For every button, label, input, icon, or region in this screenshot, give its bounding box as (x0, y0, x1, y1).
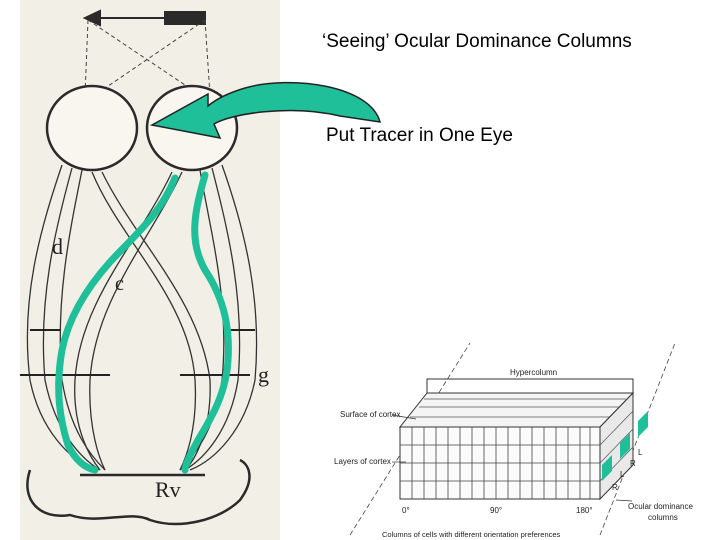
ocular-dominance-marks (602, 411, 648, 481)
deg0-label: 0° (402, 506, 410, 515)
r-label-2: R (612, 483, 618, 492)
optic-fibers (26, 164, 258, 471)
object-arrow (82, 9, 206, 27)
label-rv: Rv (155, 477, 181, 502)
deg90-label: 90° (490, 506, 502, 515)
fiber-marks (20, 329, 255, 376)
r-label-1: R (630, 459, 636, 468)
columns-label: columns (648, 513, 678, 522)
tracer-paths (55, 171, 232, 474)
slide-title: ‘Seeing’ Ocular Dominance Columns (322, 31, 632, 52)
l-label-2: L (620, 470, 625, 479)
left-eye (45, 84, 139, 172)
l-label-1: L (638, 448, 643, 457)
orientation-label: Columns of cells with different orientat… (382, 530, 561, 539)
label-d: d (52, 234, 63, 259)
hypercolumn-label: Hypercolumn (510, 368, 557, 377)
tracer-arrow (149, 81, 382, 140)
hypercolumn-diagram: Hypercolumn Surface of cortex Layers of … (334, 342, 693, 539)
layers-label: Layers of cortex (334, 457, 391, 466)
light-rays (84, 19, 211, 96)
label-c: c (115, 273, 124, 295)
label-g: g (258, 362, 269, 387)
deg180-label: 180° (576, 506, 593, 515)
cortex-base (26, 458, 251, 526)
ocular-dominance-label: Ocular dominance (628, 502, 693, 511)
tracer-caption: Put Tracer in One Eye (326, 125, 513, 146)
surface-label: Surface of cortex (340, 410, 400, 419)
